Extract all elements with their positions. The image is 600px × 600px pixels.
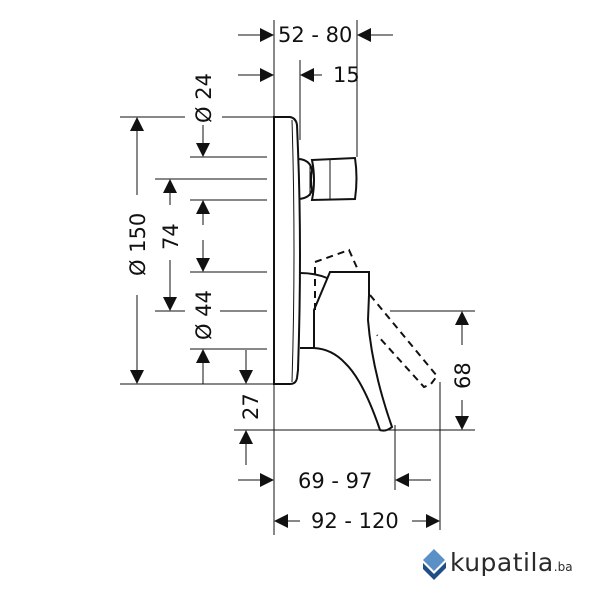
dim-reach-short: 69 - 97 [298, 469, 372, 493]
dim-knob-offset: 15 [333, 63, 360, 87]
dim-knob-diameter: Ø 24 [192, 73, 216, 123]
dim-body-diameter: Ø 44 [192, 290, 216, 340]
dim-width-range: 52 - 80 [278, 23, 352, 47]
extension-lines [120, 20, 475, 535]
mixer-lever [299, 271, 394, 432]
dim-plate-diameter: Ø 150 [126, 213, 150, 276]
brand-name: kupatila [450, 548, 554, 577]
kupatila-logo-icon [423, 549, 446, 580]
dim-center-distance: 74 [159, 223, 183, 250]
dim-reach-long: 92 - 120 [311, 509, 399, 533]
dim-lever-swing: 68 [451, 362, 475, 389]
brand-tld: .ba [553, 560, 573, 574]
diverter-knob [298, 156, 358, 202]
dimension-lines [130, 28, 469, 528]
wall-plate [273, 116, 301, 385]
lever-alternate-position [314, 248, 439, 389]
brand-logo: kupatila .ba [450, 548, 573, 577]
dim-lever-drop: 27 [239, 393, 263, 420]
